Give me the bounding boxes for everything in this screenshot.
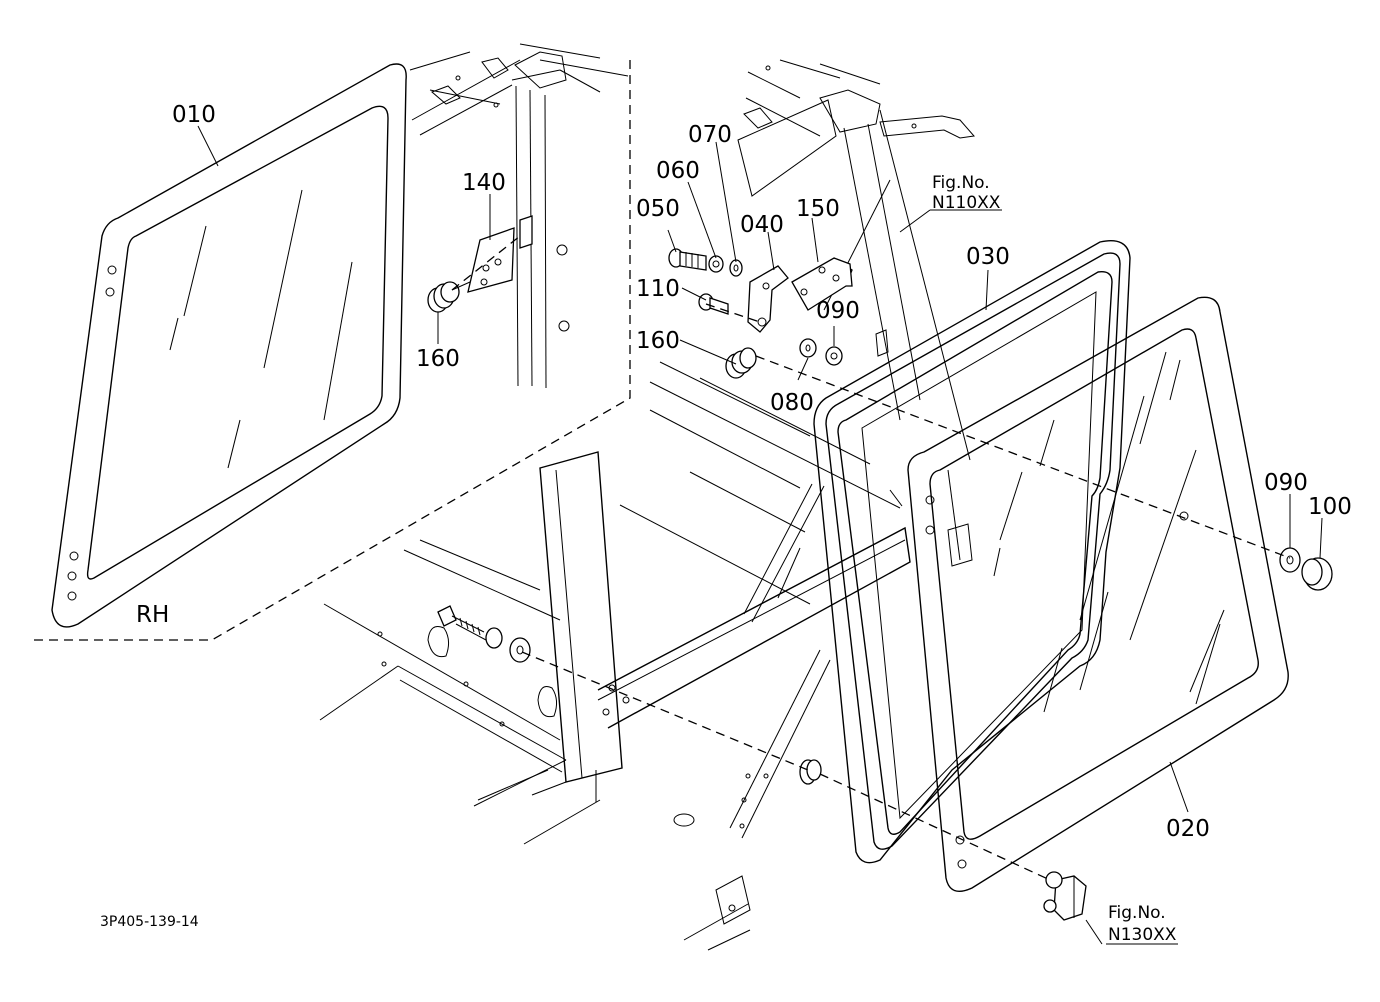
part-labels: 010 140 160 RH 070 060 050 040 150 110 1… xyxy=(136,102,1352,842)
rh-inset xyxy=(28,60,631,641)
bracket-140 xyxy=(467,215,533,293)
bracket-150 xyxy=(791,257,853,311)
washer-060 xyxy=(708,255,724,273)
washer-070 xyxy=(729,259,743,277)
rear-window-glass-020 xyxy=(907,296,1289,892)
label-160-inset: 160 xyxy=(416,346,460,372)
label-090-lower: 090 xyxy=(1264,470,1308,496)
knob-160 xyxy=(725,347,757,379)
leader-lines xyxy=(197,125,1323,945)
figref-lower-title: Fig.No. xyxy=(1108,903,1166,923)
washer-090-lower xyxy=(1279,547,1301,573)
label-060: 060 xyxy=(656,158,700,184)
label-110: 110 xyxy=(636,276,680,302)
bolt-050 xyxy=(668,248,707,271)
bolt-110 xyxy=(698,293,729,315)
label-090-upper: 090 xyxy=(816,298,860,324)
label-080: 080 xyxy=(770,390,814,416)
label-140: 140 xyxy=(462,170,506,196)
knob-160-inset xyxy=(427,281,471,313)
label-050: 050 xyxy=(636,196,680,222)
figref-upper-code: N110XX xyxy=(932,193,1001,213)
assembly-lines xyxy=(451,235,1291,881)
washer-090-upper xyxy=(825,346,843,366)
label-030: 030 xyxy=(966,244,1010,270)
label-010: 010 xyxy=(172,102,216,128)
label-020: 020 xyxy=(1166,816,1210,842)
cab-frame xyxy=(319,59,975,951)
label-160: 160 xyxy=(636,328,680,354)
label-040: 040 xyxy=(740,212,784,238)
grommet-lower xyxy=(799,759,822,785)
side-window-glass-010 xyxy=(51,63,407,628)
figure-references: Fig.No. N110XX Fig.No. N130XX xyxy=(932,173,1177,945)
drawing-code: 3P405-139-14 xyxy=(100,914,199,930)
label-rh: RH xyxy=(136,602,169,628)
figref-lower-code: N130XX xyxy=(1108,925,1177,945)
washer-080 xyxy=(799,338,817,358)
label-070: 070 xyxy=(688,122,732,148)
figref-upper-title: Fig.No. xyxy=(932,173,990,193)
frame-bolt-set xyxy=(437,605,531,663)
hinge-040 xyxy=(747,265,789,333)
window-seal-030 xyxy=(813,240,1131,864)
label-100: 100 xyxy=(1308,494,1352,520)
label-150: 150 xyxy=(796,196,840,222)
latch-lower xyxy=(1043,871,1087,921)
inset-cab-frame xyxy=(409,43,629,389)
cap-100 xyxy=(1301,557,1333,591)
